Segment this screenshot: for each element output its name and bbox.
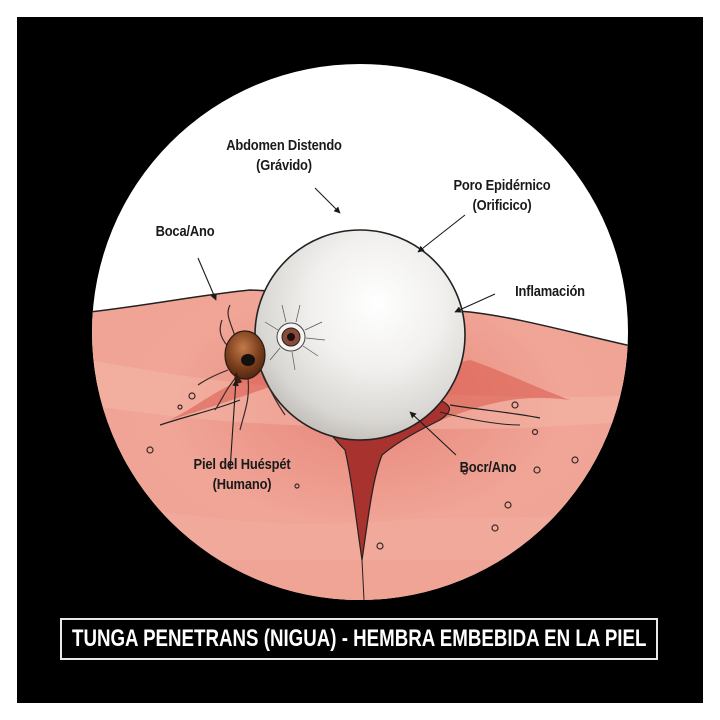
label-mouth-anus-top-line1: Boca/Ano (155, 223, 215, 240)
label-pore: Poro Epidérnico (Orificico) (445, 176, 559, 216)
label-host-skin: Piel del Huéspét (Humano) (182, 455, 302, 495)
epidermal-pore (264, 304, 326, 371)
label-mouth-anus-bottom: Bocr/Ano (454, 458, 523, 478)
label-host-skin-line1: Piel del Huéspét (193, 456, 291, 473)
label-inflammation: Inflamación (507, 282, 593, 302)
label-mouth-anus-bottom-line1: Bocr/Ano (459, 459, 517, 476)
label-pore-line2: (Orificico) (472, 197, 532, 214)
label-inflammation-line1: Inflamación (515, 283, 585, 300)
label-pore-line1: Poro Epidérnico (453, 177, 551, 194)
caption-title: TUNGA PENETRANS (NIGUA) - HEMBRA EMBEBID… (71, 625, 647, 652)
label-abdomen-line2: (Grávido) (256, 157, 312, 174)
label-abdomen-line1: Abdomen Distendo (226, 137, 342, 154)
label-host-skin-line2: (Humano) (212, 476, 272, 493)
label-mouth-anus-top: Boca/Ano (146, 222, 223, 242)
label-abdomen: Abdomen Distendo (Grávido) (224, 136, 344, 176)
caption-box: TUNGA PENETRANS (NIGUA) - HEMBRA EMBEBID… (60, 618, 658, 660)
